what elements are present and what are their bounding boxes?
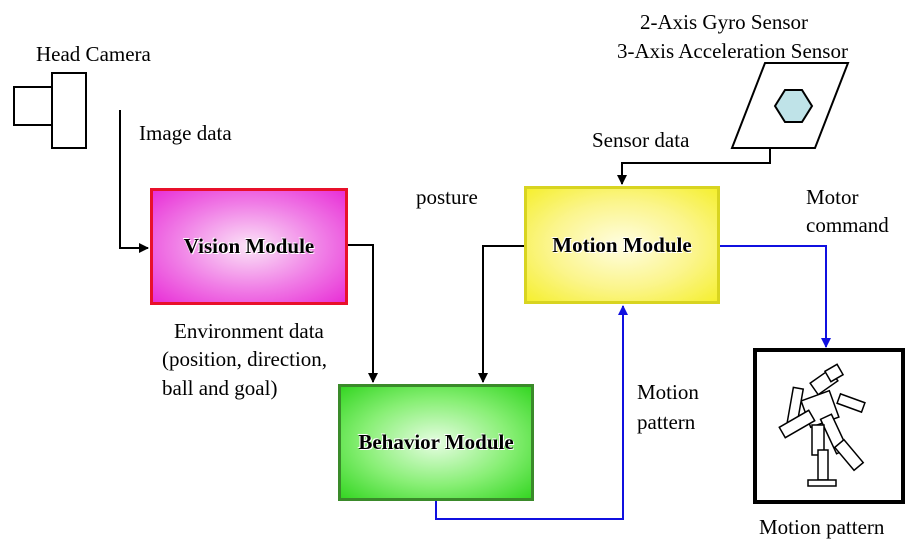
vision-module: Vision Module [150,188,348,305]
arrow-vision-to-behavior [348,244,378,383]
motion-module: Motion Module [524,186,720,304]
motion-pattern-caption: Motion pattern [759,515,885,539]
motion-pattern-label-line1: Motion [637,380,699,404]
sensor-data-label: Sensor data [592,128,690,152]
arrow-behavior-to-motion [435,305,628,520]
arrow-motion-to-behavior [478,245,524,383]
environment-data-label-line3: ball and goal) [162,376,278,400]
behavior-module: Behavior Module [338,384,534,501]
arrow-sensor-to-motion [617,148,771,185]
motor-command-label-line1: Motor [806,185,859,209]
gyro-sensor-label: 2-Axis Gyro Sensor [640,10,808,34]
image-data-label: Image data [139,121,232,145]
posture-label: posture [416,185,478,209]
camera-icon [13,72,87,149]
motion-pattern-label-line2: pattern [637,410,696,434]
sensor-icon [730,62,850,149]
arrow-camera-to-vision [119,110,149,253]
robot-motion-icon [753,348,905,504]
environment-data-label-line2: (position, direction, [162,347,328,371]
environment-data-label-line1: Environment data [174,319,324,343]
acceleration-sensor-label: 3-Axis Acceleration Sensor [617,39,848,63]
arrow-motion-to-robot [720,245,831,348]
head-camera-label: Head Camera [36,42,151,66]
motor-command-label-line2: command [806,213,889,237]
